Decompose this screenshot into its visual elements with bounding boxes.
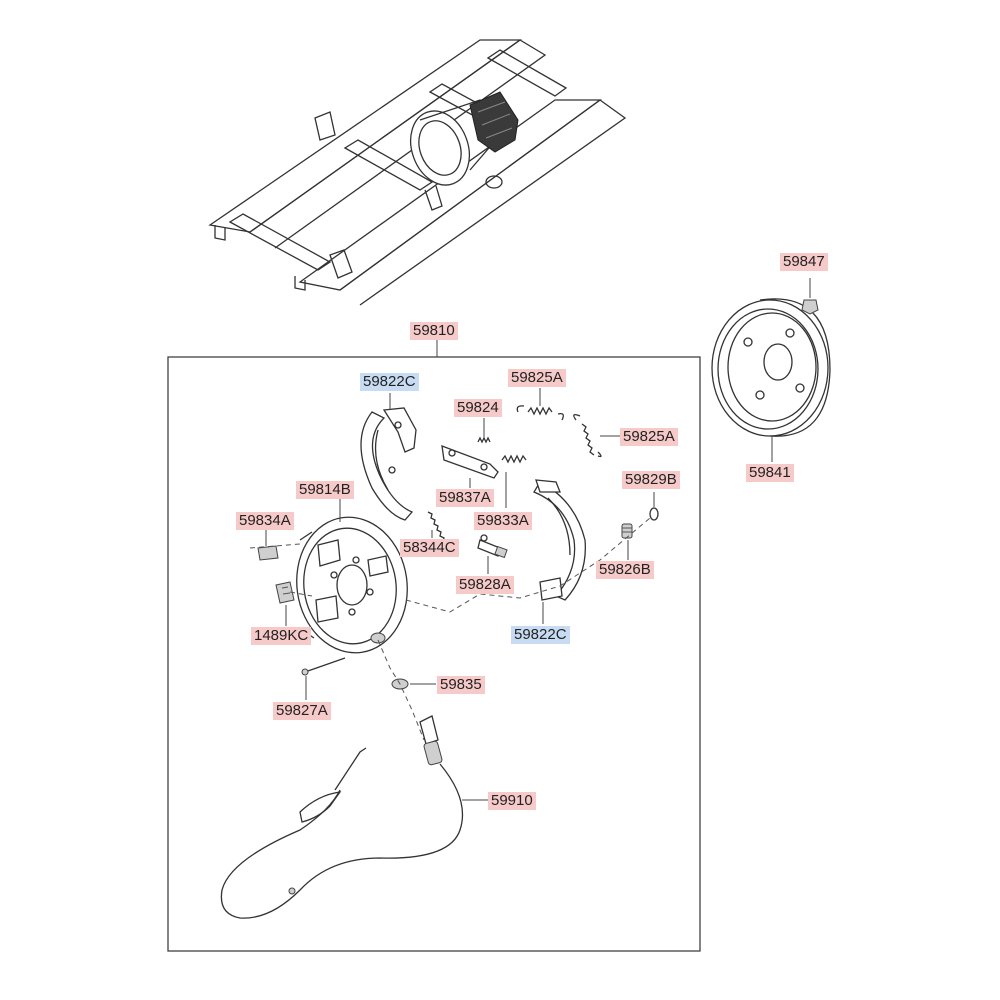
- label-59825a-top: 59825A: [508, 369, 566, 387]
- return-spring-right-part: [573, 414, 602, 458]
- label-59910: 59910: [488, 792, 536, 810]
- label-59810: 59810: [410, 322, 458, 340]
- label-59822c-bottom: 59822C: [511, 626, 570, 644]
- parking-lever-part: [441, 445, 499, 479]
- assembly-frame-box: [167, 356, 701, 952]
- label-59826b: 59826B: [596, 561, 654, 579]
- adjuster-spring-part: [501, 454, 527, 464]
- hold-down-pin-part: [301, 657, 346, 676]
- label-59834a: 59834A: [236, 512, 294, 530]
- plug-part: [257, 545, 279, 561]
- label-59835: 59835: [437, 676, 485, 694]
- label-59841: 59841: [746, 464, 794, 482]
- label-59828a: 59828A: [456, 576, 514, 594]
- label-59837a: 59837A: [436, 489, 494, 507]
- clip-part: [275, 581, 295, 604]
- spring-58344c-part: [427, 511, 448, 545]
- spring-59824-part: [477, 436, 491, 444]
- label-59833a: 59833A: [474, 512, 532, 530]
- label-59825a-right: 59825A: [620, 428, 678, 446]
- brake-shoe-left: [360, 407, 417, 521]
- label-59847: 59847: [780, 253, 828, 271]
- label-59814b: 59814B: [296, 481, 354, 499]
- return-spring-top-part: [516, 405, 564, 421]
- label-58344c: 58344C: [400, 539, 459, 557]
- label-59827a: 59827A: [273, 702, 331, 720]
- label-59822c-top: 59822C: [360, 373, 419, 391]
- brake-shoe-right: [533, 479, 586, 601]
- brake-drum-part: [711, 298, 831, 437]
- label-59824: 59824: [454, 399, 502, 417]
- label-1489kc: 1489KC: [251, 627, 312, 645]
- vehicle-frame-illustration: [208, 39, 627, 306]
- backing-plate-part: [296, 516, 408, 654]
- washer-59829b-part: [649, 507, 659, 521]
- label-59829b: 59829B: [622, 471, 680, 489]
- adjuster-nut-part: [621, 523, 633, 539]
- wheel-nut-part: [801, 299, 819, 315]
- parking-brake-cable-part: [220, 715, 464, 919]
- wheel-cylinder-part: [477, 534, 508, 559]
